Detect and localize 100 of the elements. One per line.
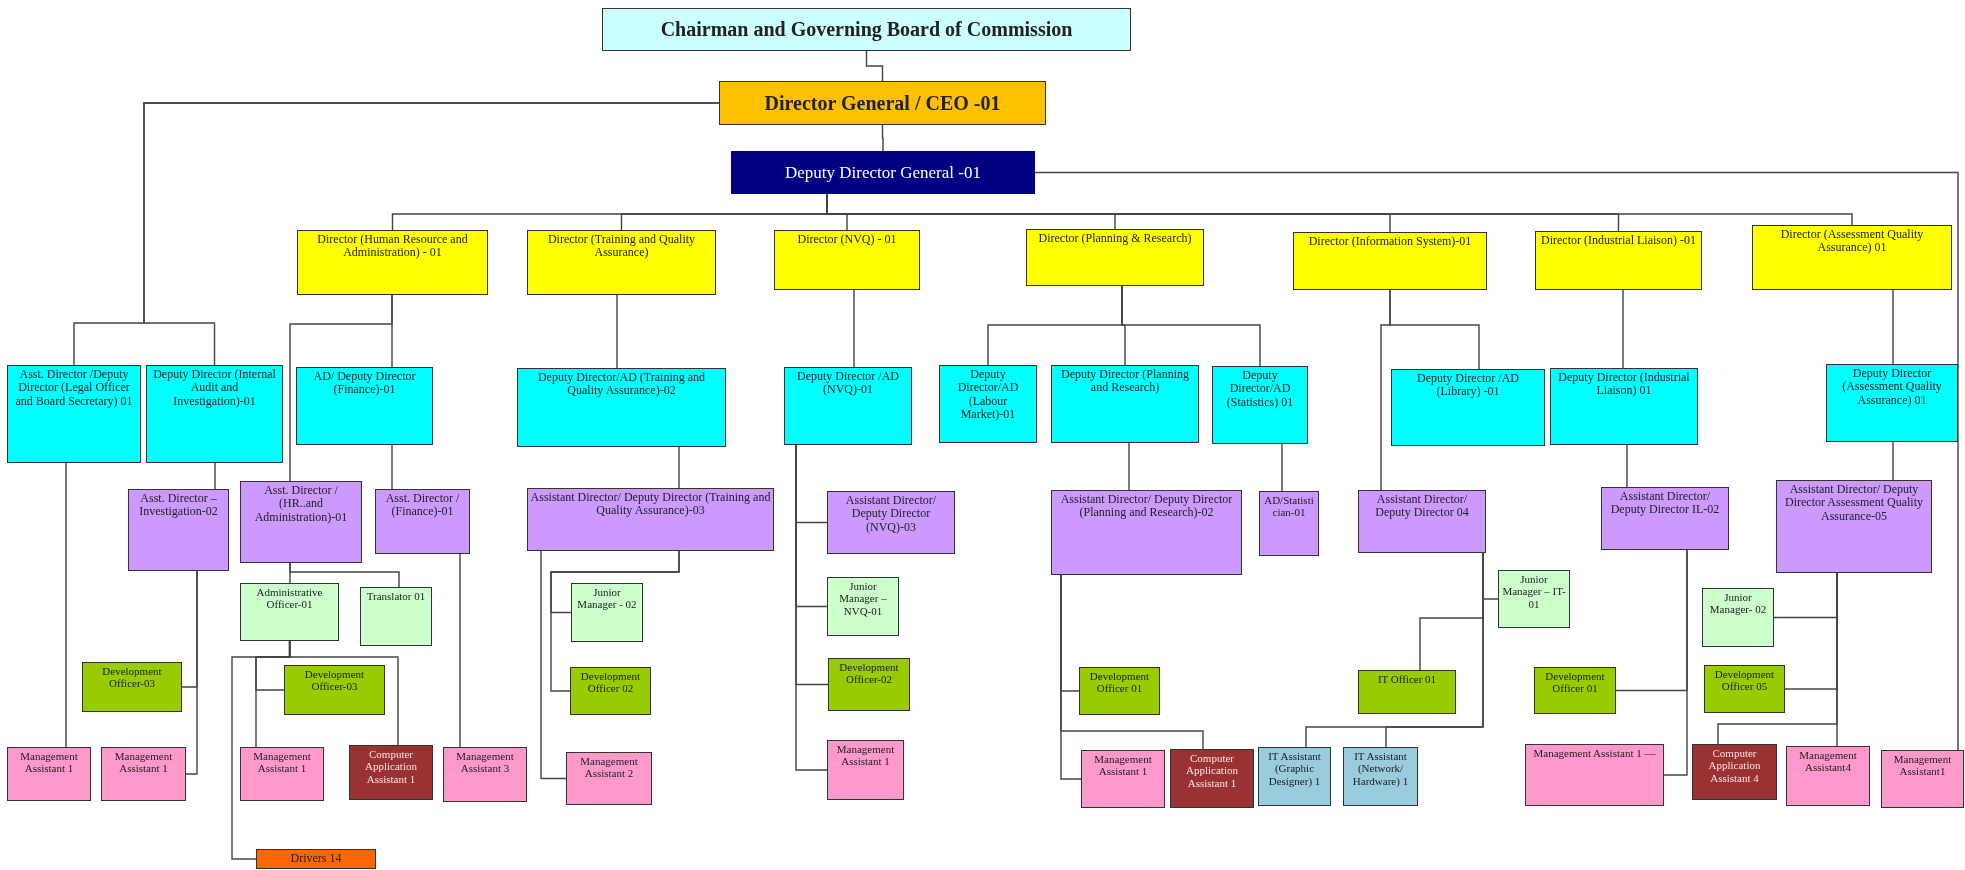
- connector-line: [1128, 442, 1130, 491]
- position-title: IT Assistant (Network/ Hardware) 1: [1351, 750, 1410, 787]
- position-box: [1550, 368, 1698, 445]
- position-box: [719, 81, 1046, 125]
- position-title: Assistant Director/ Deputy Director 04: [1374, 493, 1470, 520]
- position-box: [82, 662, 182, 712]
- position-title: Director (NVQ) - 01: [797, 233, 897, 247]
- connector-line: [1034, 171, 1959, 751]
- position-box: [240, 747, 324, 801]
- connector-line: [1281, 443, 1283, 492]
- position-title: Assistant Director/ Deputy Director (Training and Quality Assurance)-03: [530, 491, 771, 518]
- position-title: Management Assistant 1: [19, 750, 79, 775]
- connector-line: [1626, 444, 1628, 488]
- connector-line: [678, 446, 680, 489]
- position-box: [939, 365, 1037, 443]
- connector-line: [1892, 441, 1894, 481]
- position-box: [101, 747, 186, 801]
- position-box: [1776, 480, 1932, 573]
- connector-line: [231, 640, 291, 860]
- connector-line: [289, 294, 393, 482]
- position-box: [1258, 747, 1331, 806]
- position-box: [571, 583, 643, 642]
- position-title: Director (Planning & Research): [1038, 232, 1192, 246]
- position-title: Deputy Director/AD (Statistics) 01: [1225, 369, 1295, 410]
- position-box: [1692, 744, 1777, 800]
- position-box: [1601, 487, 1729, 550]
- position-title: Administrative Officer-01: [255, 586, 324, 611]
- position-box: [1293, 232, 1487, 290]
- position-title: Assistant Director/ Deputy Director IL-02: [1609, 490, 1721, 517]
- connector-line: [616, 294, 618, 369]
- position-box: [1702, 588, 1774, 647]
- connector-line: [1385, 552, 1484, 748]
- position-title: Director (Human Resource and Administration) - 01: [316, 233, 469, 260]
- position-box: [7, 747, 91, 801]
- position-title: Deputy Director/AD (Labour Market)-01: [956, 368, 1020, 422]
- position-title: Deputy Director /AD (Library) -01: [1416, 372, 1520, 399]
- connector-line: [459, 553, 461, 748]
- position-title: Director General / CEO -01: [764, 91, 1001, 115]
- position-title: Deputy Director General -01: [785, 163, 981, 182]
- position-box: [1391, 369, 1545, 446]
- position-title: Director (Training and Quality Assurance): [546, 233, 697, 260]
- connector-line: [853, 289, 855, 368]
- position-box: [296, 367, 433, 445]
- position-title: Director (Assessment Quality Assurance) 01: [1779, 228, 1925, 255]
- position-box: [1051, 490, 1242, 575]
- position-title: Assistant Director/ Deputy Director Assessment Quality Assurance-05: [1784, 483, 1924, 524]
- position-box: [1343, 747, 1418, 806]
- position-box: [443, 747, 527, 802]
- position-box: [7, 365, 141, 463]
- connector-line: [1380, 289, 1391, 491]
- position-box: [774, 230, 920, 290]
- position-title: Translator 01: [366, 590, 426, 603]
- position-box: [1525, 744, 1664, 806]
- position-title: Development Officer-03: [303, 668, 366, 693]
- position-title: Development Officer-02: [838, 661, 900, 686]
- position-box: [1704, 665, 1785, 713]
- position-box: [1358, 670, 1456, 714]
- position-box: [240, 583, 339, 641]
- position-box: [1212, 366, 1308, 444]
- connector-line: [65, 462, 67, 748]
- position-box: [240, 481, 362, 563]
- position-title: Assistant Director/ Deputy Director (NVQ)-03: [844, 494, 938, 535]
- position-title: Junior Manager- 02: [1708, 591, 1768, 616]
- position-box: [297, 230, 488, 295]
- connector-line: [1622, 289, 1624, 369]
- position-box: [146, 365, 283, 463]
- position-title: Director (Industrial Liaison) -01: [1541, 234, 1696, 248]
- position-title: Management Assistant 1: [252, 750, 312, 775]
- connector-line: [289, 640, 399, 746]
- connector-line: [1836, 572, 1838, 747]
- position-box: [1752, 225, 1952, 290]
- connector-line: [391, 444, 393, 490]
- position-title: Drivers 14: [290, 852, 342, 866]
- position-box: [517, 368, 726, 447]
- position-box: [566, 752, 652, 805]
- position-title: Management Assistant4: [1798, 749, 1858, 774]
- position-title: AD/ Deputy Director (Finance)-01: [312, 370, 417, 397]
- position-title: Deputy Director (Planning and Research): [1060, 368, 1190, 395]
- position-box: [828, 658, 910, 711]
- position-title: Asst. Director / (HR..and Administration)-01: [253, 484, 349, 525]
- position-title: Deputy Director/AD (Training and Quality Assurance)-02: [536, 371, 707, 398]
- position-box: [128, 489, 229, 571]
- position-title: Development Officer 02: [579, 670, 642, 695]
- position-box: [527, 488, 774, 551]
- position-title: Management Assistant 3: [455, 750, 515, 775]
- connector-line: [550, 550, 680, 692]
- position-title: Computer Application Assistant 1: [1185, 752, 1239, 789]
- position-box: [1786, 746, 1870, 806]
- position-title: Asst. Director / (Finance)-01: [384, 492, 461, 519]
- position-title: Chairman and Governing Board of Commission: [660, 18, 1073, 41]
- position-title: Computer Application Assistant 1: [364, 748, 418, 785]
- connector-line: [1060, 574, 1204, 750]
- position-title: Management Assistant 1 —: [1533, 747, 1656, 760]
- connector-line: [865, 50, 884, 82]
- position-title: Assistant Director/ Deputy Director (Planning and Research)-02: [1059, 493, 1234, 520]
- position-title: Junior Manager - 02: [576, 586, 638, 611]
- position-title: Development Officer 01: [1544, 670, 1606, 695]
- position-title: Deputy Director (Assessment Quality Assurance) 01: [1841, 367, 1943, 408]
- position-title: Junior Manager – IT-01: [1501, 573, 1567, 610]
- position-title: Development Officer 01: [1088, 670, 1151, 695]
